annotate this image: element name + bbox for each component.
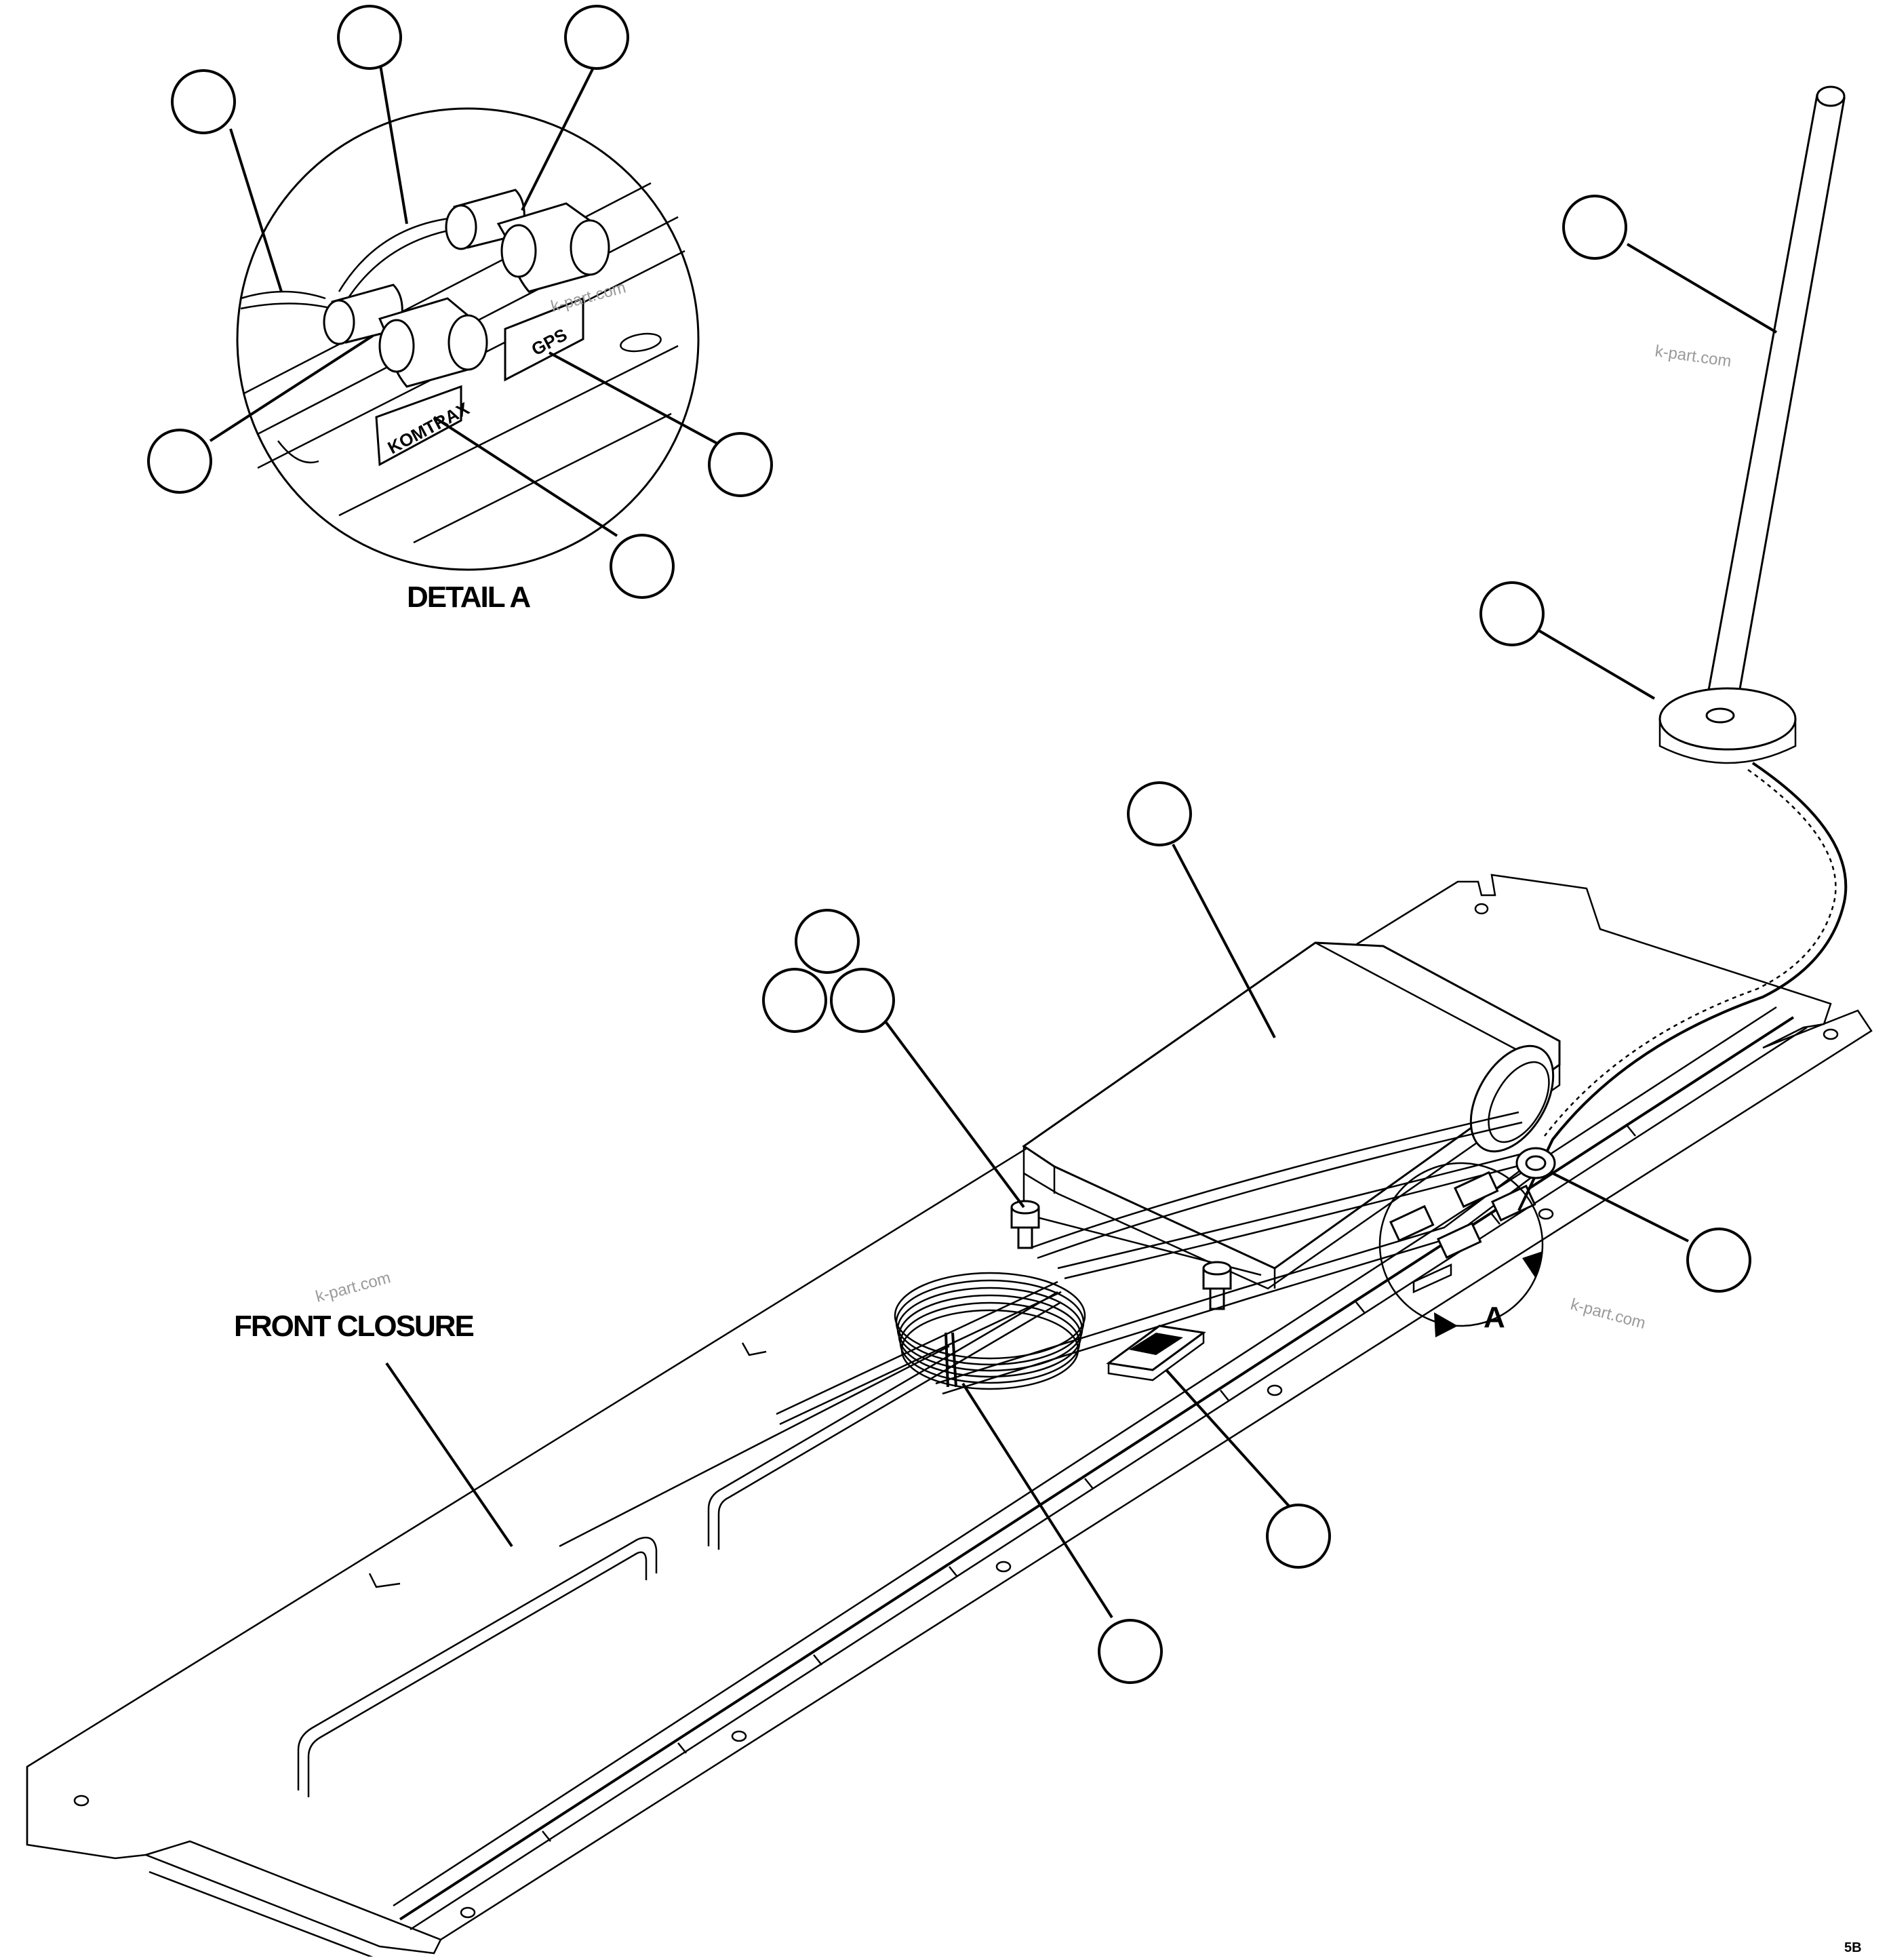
- detail-a-reference: A: [1378, 1162, 1544, 1337]
- hinge-segments: [542, 1125, 1636, 1842]
- gps-antenna: [1658, 85, 1846, 764]
- detail-a-title: DETAIL A: [407, 581, 530, 614]
- watermark: k-part.com: [1568, 1295, 1647, 1333]
- callout-balloon: [1562, 195, 1627, 260]
- gps-connector: [445, 189, 610, 293]
- callout-balloon: [337, 5, 402, 70]
- callout-balloon: [1266, 1504, 1331, 1569]
- mounting-nut-left: [1010, 1200, 1040, 1249]
- komtrax-controller: [1010, 941, 1561, 1310]
- label-plate: [1106, 1325, 1206, 1381]
- komtrax-connector: [323, 283, 488, 388]
- mounting-nut-right: [1202, 1261, 1232, 1310]
- callout-balloon: [1098, 1619, 1163, 1684]
- watermark: k-part.com: [1654, 342, 1732, 371]
- callout-balloon: [795, 909, 860, 974]
- cable-coil: [894, 1272, 1086, 1390]
- detail-a-view: KOMTRAX GPS DETAIL A: [236, 107, 700, 614]
- callout-balloon: [762, 968, 827, 1033]
- callout-balloon: [610, 534, 675, 599]
- figure-code: 5B: [1844, 1940, 1862, 1955]
- watermark: k-part.com: [314, 1268, 393, 1306]
- gps-cable: [1515, 762, 1848, 1211]
- callout-balloon: [147, 429, 212, 494]
- callout-balloon: [1127, 781, 1192, 846]
- leader-lines: [209, 60, 1778, 1619]
- callout-balloon: [708, 432, 773, 497]
- callout-balloon: [830, 968, 895, 1033]
- callout-balloon: [171, 69, 236, 134]
- detail-a-ref-letter: A: [1484, 1301, 1505, 1334]
- callout-balloon: [1479, 581, 1545, 646]
- main-view-connectors: [1389, 1171, 1536, 1293]
- callout-balloon: [1686, 1228, 1751, 1293]
- front-closure-plate: [26, 874, 1873, 1960]
- callout-balloon: [564, 5, 629, 70]
- callout-balloons: [147, 5, 1751, 1684]
- front-closure-label: FRONT CLOSURE: [234, 1310, 474, 1343]
